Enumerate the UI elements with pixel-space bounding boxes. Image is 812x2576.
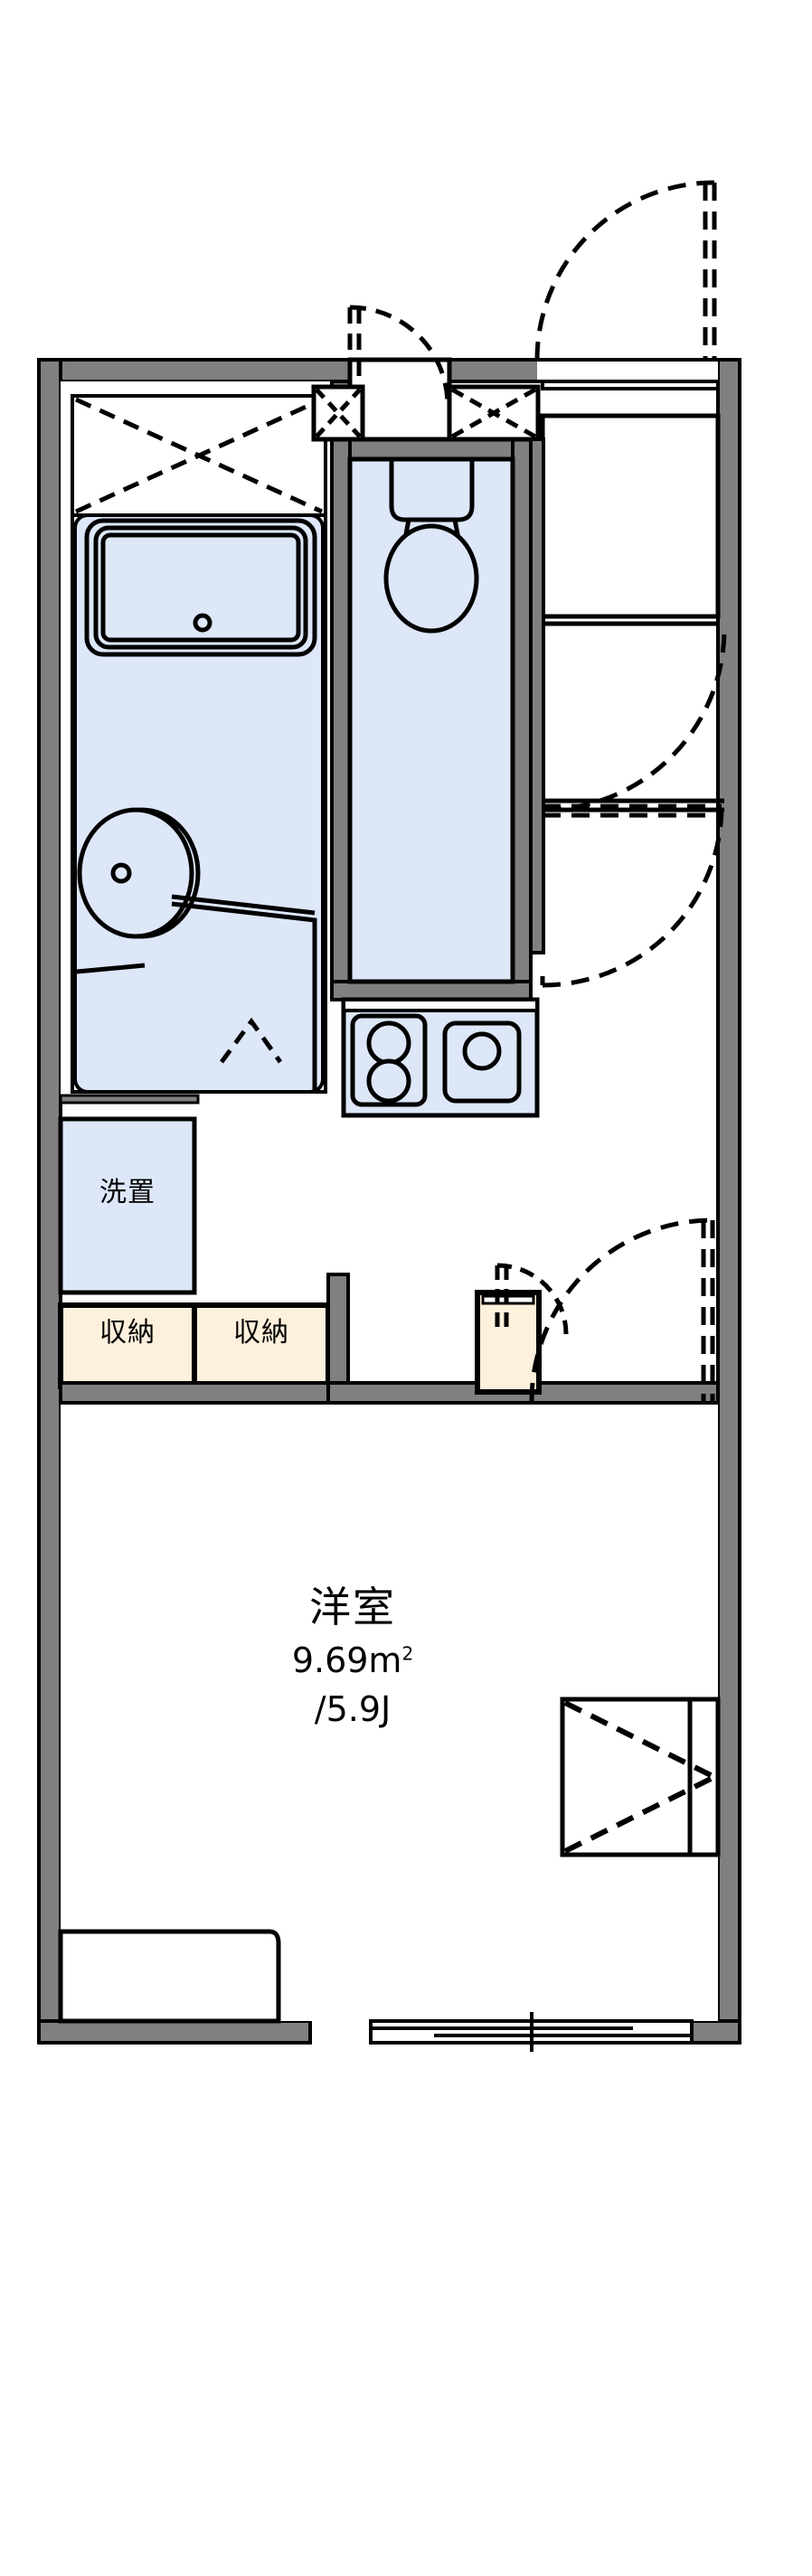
room-door-swing-icon [495,1263,569,1335]
entry-inner-door-swing-icon [529,1217,715,1402]
washer-place-box [58,1094,200,1295]
main-room-area-value: 9.69m [291,1641,402,1680]
main-room-jo: /5.9J [314,1689,392,1729]
shoe-box-icon [475,1290,542,1395]
washer-place-label: 洗置 [99,1177,156,1208]
main-room-area: 9.69m2 [226,1643,479,1678]
kitchen-sink-icon [442,1020,522,1104]
page-title: 洋室 [309,1583,396,1631]
toilet-room [330,380,533,1001]
storage-right-label: 収納 [233,1317,289,1349]
unit-bath-pan [73,513,325,1094]
window-north-left-icon [71,394,327,517]
toilet-fixture-icon [383,456,479,634]
entrance-door-opening [537,358,718,383]
exterior-walls [37,358,741,2045]
room-nook [58,1929,281,2024]
storage-units [58,1302,331,1389]
balcony-sliding-door-icon [369,2012,694,2052]
kitchen-counter [341,997,540,1118]
window-north-right-icon [447,384,541,442]
hall-door-swing-icon [540,804,724,988]
window-east-icon [560,1697,721,1857]
storage-left-label: 収納 [99,1317,156,1349]
kitchen-stove-icon [350,1013,428,1107]
main-room-area-unit-sup: 2 [401,1642,414,1665]
entrance-door-swing-icon [534,180,717,361]
hallway [529,380,721,954]
bath-door-swing-icon [543,628,727,813]
window-bath-small-icon [311,384,365,442]
